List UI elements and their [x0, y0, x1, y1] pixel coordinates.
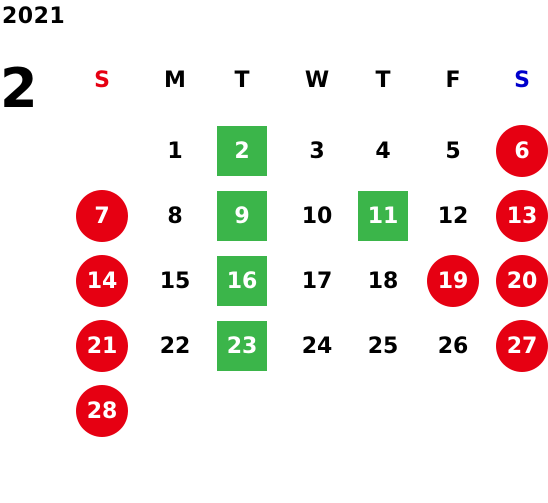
calendar-day-cell[interactable]: 26 — [423, 321, 483, 371]
day-number: 3 — [309, 138, 325, 164]
calendar-day-cell[interactable]: 2 — [212, 126, 272, 176]
day-number: 8 — [167, 203, 183, 229]
calendar-day-cell[interactable]: 18 — [353, 256, 413, 306]
calendar-day-cell[interactable]: 28 — [72, 385, 132, 437]
weekday-header-mon: M — [164, 68, 186, 93]
day-number: 18 — [367, 268, 399, 294]
holiday-day-badge: 7 — [76, 190, 128, 242]
day-number: 22 — [159, 333, 191, 359]
highlighted-day-badge: 16 — [217, 256, 267, 306]
calendar-day-cell[interactable]: 22 — [145, 321, 205, 371]
year-label: 2021 — [2, 4, 66, 29]
holiday-day-badge: 27 — [496, 320, 548, 372]
day-number: 26 — [437, 333, 469, 359]
calendar-day-cell[interactable]: 5 — [423, 126, 483, 176]
day-number: 24 — [301, 333, 333, 359]
day-number: 10 — [301, 203, 333, 229]
weekday-header-thu: T — [375, 68, 391, 93]
calendar-day-cell[interactable]: 25 — [353, 321, 413, 371]
calendar-day-cell[interactable]: 9 — [212, 191, 272, 241]
weekday-header-sun: S — [94, 68, 110, 93]
calendar-day-cell[interactable]: 27 — [492, 320, 548, 372]
calendar-day-cell[interactable]: 10 — [287, 191, 347, 241]
holiday-day-badge: 6 — [496, 125, 548, 177]
calendar-day-cell[interactable]: 14 — [72, 255, 132, 307]
calendar-day-cell[interactable]: 21 — [72, 320, 132, 372]
day-number: 4 — [375, 138, 391, 164]
calendar-day-cell[interactable]: 11 — [353, 191, 413, 241]
holiday-day-badge: 28 — [76, 385, 128, 437]
calendar-day-cell[interactable]: 1 — [145, 126, 205, 176]
day-number: 15 — [159, 268, 191, 294]
calendar-day-cell[interactable]: 20 — [492, 255, 548, 307]
weekday-header-fri: F — [445, 68, 461, 93]
holiday-day-badge: 20 — [496, 255, 548, 307]
holiday-day-badge: 13 — [496, 190, 548, 242]
holiday-day-badge: 19 — [427, 255, 479, 307]
day-number: 25 — [367, 333, 399, 359]
weekday-header-sat: S — [514, 68, 530, 93]
calendar-day-cell[interactable]: 6 — [492, 125, 548, 177]
highlighted-day-badge: 11 — [358, 191, 408, 241]
holiday-day-badge: 21 — [76, 320, 128, 372]
calendar-day-cell[interactable]: 17 — [287, 256, 347, 306]
month-label: 2 — [0, 57, 38, 120]
weekday-header-wed: W — [304, 68, 330, 93]
calendar-day-cell[interactable]: 15 — [145, 256, 205, 306]
weekday-header-tue: T — [234, 68, 250, 93]
day-number: 12 — [437, 203, 469, 229]
day-number: 5 — [445, 138, 461, 164]
calendar-day-cell[interactable]: 24 — [287, 321, 347, 371]
calendar-day-cell[interactable]: 12 — [423, 191, 483, 241]
highlighted-day-badge: 2 — [217, 126, 267, 176]
calendar-day-cell[interactable]: 3 — [287, 126, 347, 176]
holiday-day-badge: 14 — [76, 255, 128, 307]
highlighted-day-badge: 23 — [217, 321, 267, 371]
calendar-day-cell[interactable]: 8 — [145, 191, 205, 241]
calendar-day-cell[interactable]: 4 — [353, 126, 413, 176]
day-number: 1 — [167, 138, 183, 164]
day-number: 17 — [301, 268, 333, 294]
calendar-day-cell[interactable]: 16 — [212, 256, 272, 306]
calendar-day-cell[interactable]: 23 — [212, 321, 272, 371]
highlighted-day-badge: 9 — [217, 191, 267, 241]
calendar-day-cell[interactable]: 7 — [72, 190, 132, 242]
calendar-day-cell[interactable]: 13 — [492, 190, 548, 242]
calendar-day-cell[interactable]: 19 — [423, 255, 483, 307]
